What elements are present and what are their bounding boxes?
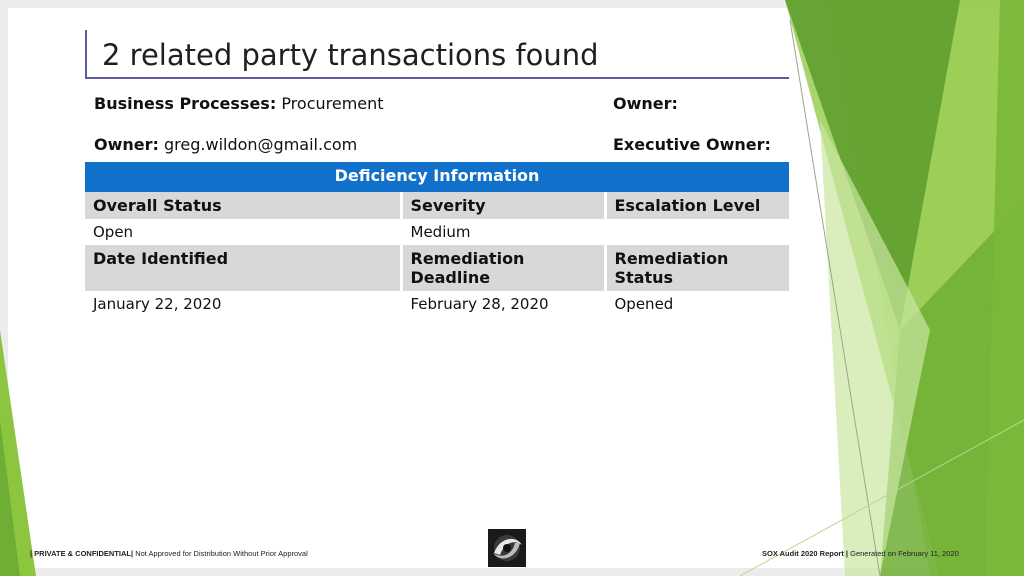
table-row: Open Medium (85, 219, 790, 245)
footer-generated-date: Generated on February 11, 2020 (850, 549, 959, 558)
footer-left: | PRIVATE & CONFIDENTIAL| Not Approved f… (30, 549, 308, 558)
title-underline (85, 77, 789, 79)
business-processes: Business Processes: Procurement (94, 94, 384, 113)
date-identified-value: January 22, 2020 (85, 291, 403, 317)
deficiency-header-row: Deficiency Information (85, 162, 790, 192)
remediation-deadline-value: February 28, 2020 (401, 291, 607, 317)
overall-status-value: Open (85, 219, 403, 245)
footer-disclaimer: Not Approved for Distribution Without Pr… (135, 549, 308, 558)
company-logo-icon (488, 529, 526, 567)
owner-right-label: Owner: (613, 94, 678, 113)
remediation-status-label: Remediation Status (605, 245, 790, 291)
executive-owner: Executive Owner: (613, 135, 771, 154)
severity-value: Medium (401, 219, 607, 245)
escalation-level-label: Escalation Level (605, 192, 790, 219)
remediation-status-value: Opened (605, 291, 790, 317)
overall-status-label: Overall Status (85, 192, 403, 219)
executive-owner-label: Executive Owner: (613, 135, 771, 154)
deficiency-header: Deficiency Information (85, 162, 790, 192)
footer-separator: | (845, 549, 849, 558)
owner: Owner: greg.wildon@gmail.com (94, 135, 357, 154)
footer-report-name: SOX Audit 2020 Report (762, 549, 844, 558)
page-title: 2 related party transactions found (102, 38, 599, 72)
footer-confidential: | PRIVATE & CONFIDENTIAL| (30, 549, 134, 558)
owner-right: Owner: (613, 94, 678, 113)
date-identified-label: Date Identified (85, 245, 403, 291)
table-row: Date Identified Remediation Deadline Rem… (85, 245, 790, 291)
deficiency-table: Deficiency Information Overall Status Se… (85, 162, 790, 317)
business-processes-value: Procurement (281, 94, 384, 113)
table-row: Overall Status Severity Escalation Level (85, 192, 790, 219)
owner-label: Owner: (94, 135, 159, 154)
business-processes-label: Business Processes: (94, 94, 277, 113)
footer-right: SOX Audit 2020 Report | Generated on Feb… (762, 549, 959, 558)
escalation-level-value (605, 219, 790, 245)
table-row: January 22, 2020 February 28, 2020 Opene… (85, 291, 790, 317)
owner-email: greg.wildon@gmail.com (164, 135, 358, 154)
remediation-deadline-label: Remediation Deadline (401, 245, 607, 291)
title-accent-line (85, 30, 87, 78)
severity-label: Severity (401, 192, 607, 219)
